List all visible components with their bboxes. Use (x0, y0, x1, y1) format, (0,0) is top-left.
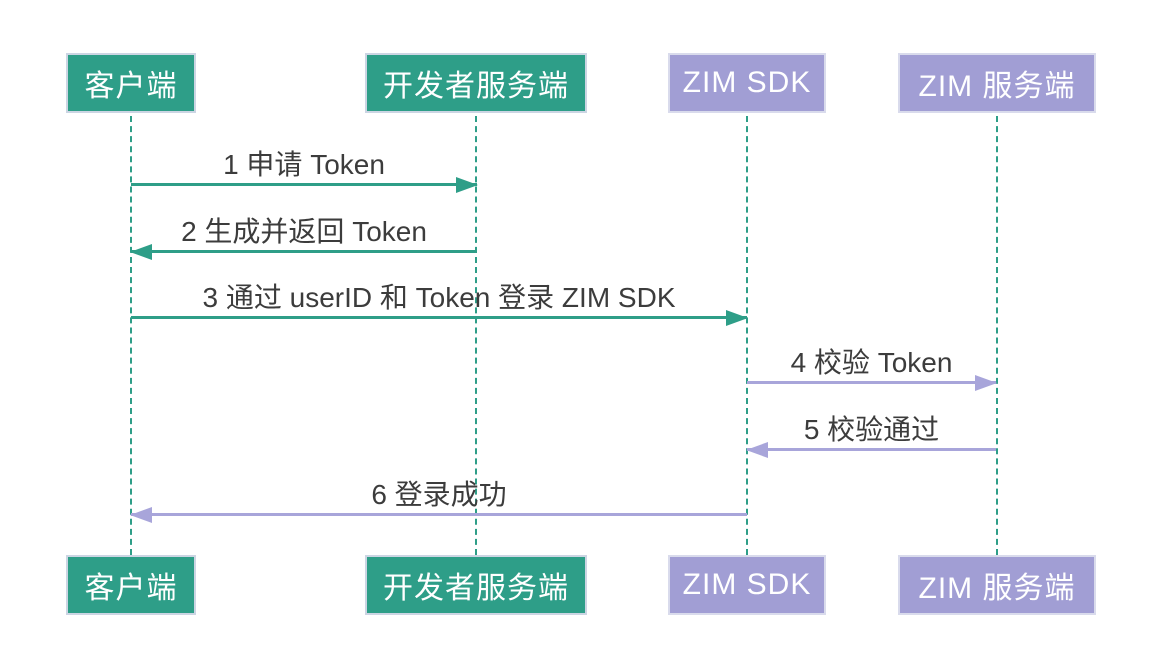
arrowhead-left-icon (130, 506, 152, 523)
message-1: 1 申请 Token (131, 149, 478, 193)
message-5-arrow (746, 441, 996, 458)
actor-label: ZIM SDK (682, 66, 812, 99)
actor-label: ZIM 服务端 (918, 70, 1076, 103)
actor-box-client-bottom: 客户端 (66, 555, 196, 615)
actor-box-zim-sdk-top: ZIM SDK (668, 53, 826, 113)
message-2-label: 2 生成并返回 Token (181, 216, 427, 247)
arrowhead-right-icon (456, 176, 478, 193)
actor-box-zim-server-top: ZIM 服务端 (898, 53, 1096, 113)
actor-label: 客户端 (84, 70, 178, 103)
actor-label: ZIM 服务端 (918, 572, 1076, 605)
actor-box-dev-server-bottom: 开发者服务端 (365, 555, 587, 615)
lifeline-client (130, 116, 132, 555)
lifeline-zim-sdk (746, 116, 748, 555)
actor-box-client-top: 客户端 (66, 53, 196, 113)
message-4-label: 4 校验 Token (790, 347, 953, 378)
message-4: 4 校验 Token (747, 347, 997, 391)
actor-box-zim-server-bottom: ZIM 服务端 (898, 555, 1096, 615)
actor-box-dev-server-top: 开发者服务端 (365, 53, 587, 113)
lifeline-dev-server (475, 116, 477, 555)
arrowhead-right-icon (975, 374, 997, 391)
message-1-label: 1 申请 Token (223, 149, 385, 180)
message-2-arrow (130, 243, 477, 260)
lifeline-zim-server (996, 116, 998, 555)
message-2: 2 生成并返回 Token (130, 216, 477, 260)
message-3-label: 3 通过 userID 和 Token 登录 ZIM SDK (202, 282, 676, 313)
message-3-arrow (131, 309, 748, 326)
message-3: 3 通过 userID 和 Token 登录 ZIM SDK (131, 282, 748, 326)
actor-label: 开发者服务端 (383, 70, 569, 103)
message-6-arrow (130, 506, 747, 523)
arrowhead-left-icon (746, 441, 768, 458)
actor-label: 开发者服务端 (383, 572, 569, 605)
arrowhead-right-icon (726, 309, 748, 326)
message-6: 6 登录成功 (130, 479, 747, 523)
message-1-arrow (131, 176, 478, 193)
arrowhead-left-icon (130, 243, 152, 260)
actor-label: 客户端 (84, 572, 178, 605)
message-4-arrow (747, 374, 997, 391)
message-5-label: 5 校验通过 (803, 414, 940, 445)
actor-label: ZIM SDK (682, 568, 812, 601)
message-5: 5 校验通过 (746, 414, 996, 458)
actor-box-zim-sdk-bottom: ZIM SDK (668, 555, 826, 615)
message-6-label: 6 登录成功 (371, 479, 507, 510)
